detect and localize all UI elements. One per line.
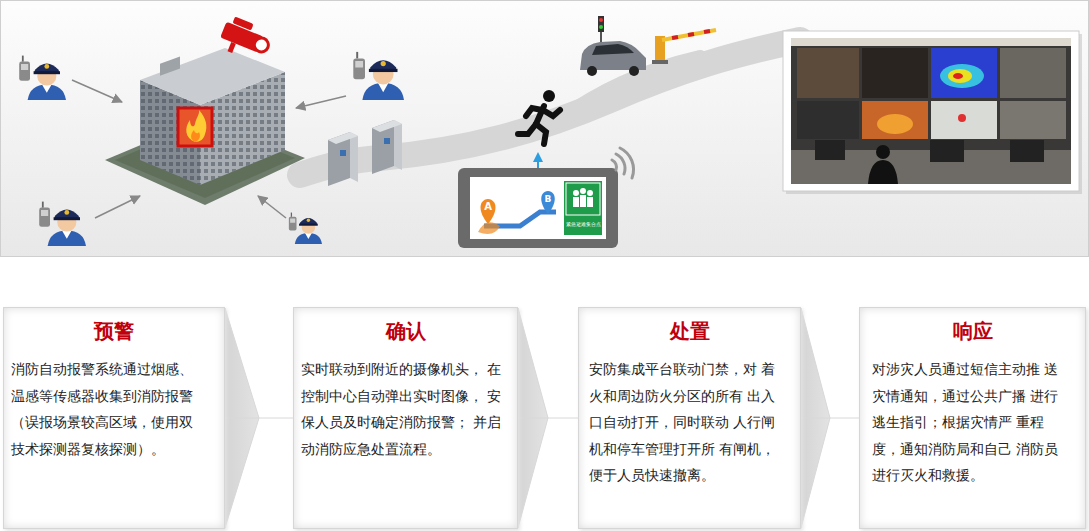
flow-chevron [801,308,859,528]
illustration-ground [1,1,1089,257]
building [105,48,305,205]
map-marker-label: A [482,201,494,213]
step-box: 处置安防集成平台联动门禁，对 着火和周边防火分区的所有 出入口自动打开，同时联动… [578,307,801,529]
step-description: 消防自动报警系统通过烟感、 温感等传感器收集到消防报警 （误报场景较高区域，使用… [11,356,203,472]
step-description: 对涉灾人员通过短信主动推 送灾情通知，通过公共广播 进行逃生指引；根据灾情严 重… [872,356,1064,499]
camera-icon [216,14,274,64]
step-box: 预警消防自动报警系统通过烟感、 温感等传感器收集到消防报警 （误报场景较高区域，… [3,307,225,529]
flow-chevron [518,308,578,528]
turnstile-gate [328,120,402,186]
step-heading: 确认 [294,318,517,344]
flow-chevron [225,308,293,528]
phone [458,168,618,248]
sign-text: 紧急避难集合点 [565,221,601,228]
wireless-signal [612,148,634,178]
step-heading: 预警 [4,318,224,344]
map-marker-label: B [542,194,554,205]
guard-arrow [258,196,286,218]
step-heading: 处置 [579,318,800,344]
step-box: 响应对涉灾人员通过短信主动推 送灾情通知，通过公共广播 进行逃生指引；根据灾情严… [859,307,1086,529]
running-person [518,90,560,144]
guard-arrow [95,196,140,218]
guard-arrow [296,96,346,108]
car-barrier [580,16,716,76]
step-box: 确认实时联动到附近的摄像机头， 在控制中心自动弹出实时图像， 安保人员及时确定消… [293,307,518,529]
road [300,40,800,175]
security-guard [39,202,86,246]
step-description: 实时联动到附近的摄像机头， 在控制中心自动弹出实时图像， 安保人员及时确定消防报… [301,356,503,472]
control-room-photo [783,31,1082,194]
guard-arrow [72,80,122,102]
step-description: 安防集成平台联动门禁，对 着火和周边防火分区的所有 出入口自动打开，同时联动 人… [589,356,781,499]
security-guard [19,56,66,100]
security-guard [353,52,404,100]
step-heading: 响应 [860,318,1085,344]
security-guard [289,213,322,244]
